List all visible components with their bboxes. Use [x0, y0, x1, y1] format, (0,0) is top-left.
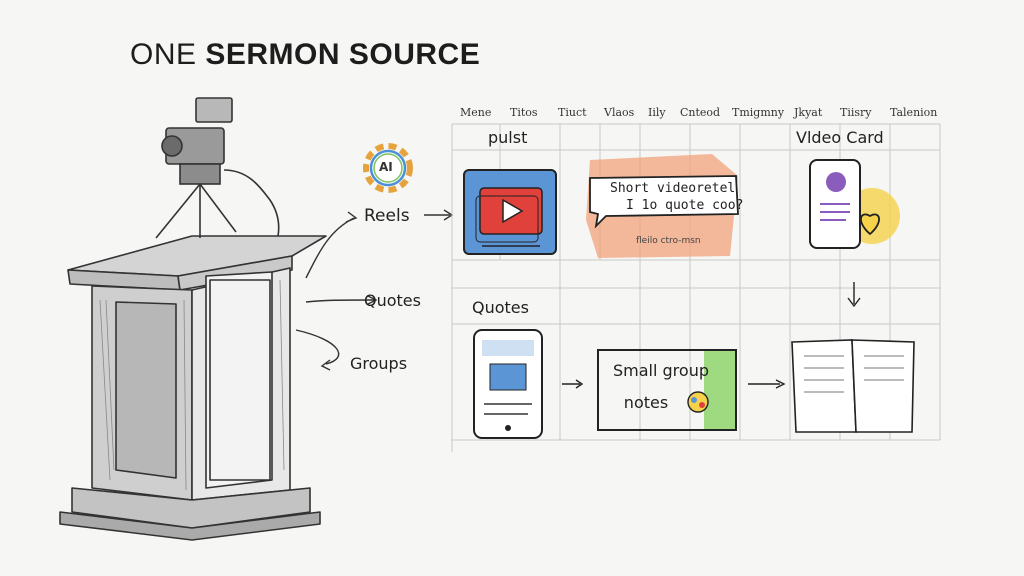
ai-badge-label: AI [379, 160, 393, 174]
output-quotes: Quotes [364, 291, 421, 310]
output-groups: Groups [350, 354, 408, 373]
menu-item: Vlaos [604, 106, 635, 119]
page-title: ONE SERMON SOURCE [130, 38, 480, 72]
pulpit-illustration [59, 235, 327, 541]
bubble-caption: fleilo ctro-msn [636, 236, 701, 246]
menu-item: Tmigmny [732, 106, 785, 119]
play-icon [502, 198, 524, 224]
book-icon [791, 339, 915, 433]
ai-gear-icon [363, 143, 413, 193]
menu-item: Cnteod [680, 106, 721, 119]
bubble-line-2: I 1o quote coo? [626, 198, 744, 213]
quote-bubble [586, 154, 739, 258]
video-card-phone [809, 159, 900, 308]
menu-item: Tiuct [558, 106, 587, 119]
group-card-line-2: notes [623, 393, 669, 412]
output-reels: Reels [364, 206, 410, 226]
menu-item: Iily [648, 106, 666, 119]
menu-item: Mene [460, 106, 492, 119]
menu-item: Tiisry [840, 106, 872, 119]
group-card-line-1: Small group [613, 361, 709, 380]
title-emphasis: SERMON SOURCE [205, 38, 481, 71]
title-prefix: ONE [130, 38, 197, 71]
board-video-card-label: Vldeo Card [796, 128, 884, 147]
video-play-card [463, 169, 557, 255]
heart-icon [860, 213, 880, 236]
board-row2-label: Quotes [472, 298, 529, 317]
connector-arrows [295, 209, 454, 371]
quotes-phone [473, 329, 584, 439]
menu-item: Jkyat [794, 106, 823, 119]
video-camera-icon [155, 97, 280, 239]
menu-item: Titos [510, 106, 538, 119]
small-group-card [597, 349, 786, 431]
menu-item: Talenion [890, 106, 938, 119]
board-row1-label: pulst [488, 128, 528, 147]
bubble-line-1: Short videoretel [610, 181, 736, 196]
